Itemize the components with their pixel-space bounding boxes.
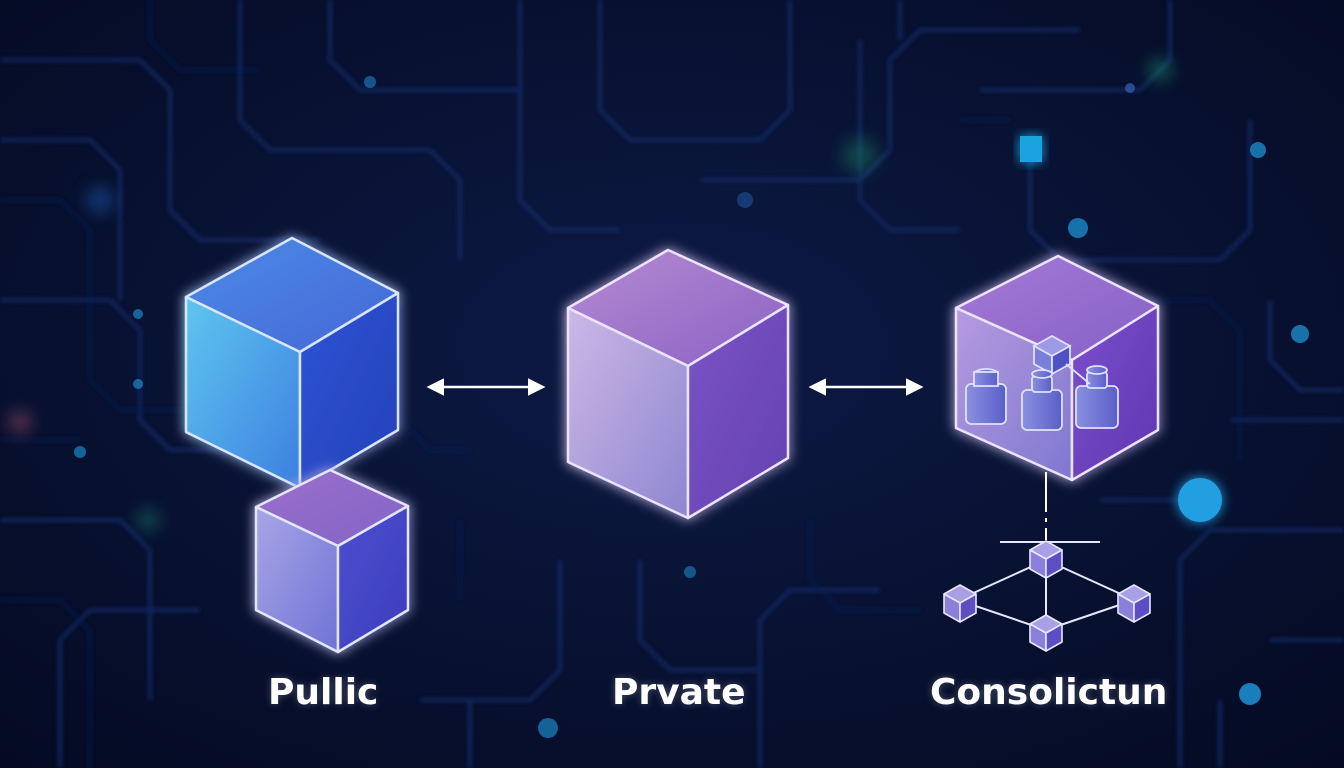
circuit-nodes bbox=[8, 58, 1309, 738]
network-node bbox=[943, 584, 977, 623]
network-node-cubes bbox=[943, 540, 1151, 652]
consolidation-label: Consolictun bbox=[930, 672, 1168, 713]
public-label: Pullic bbox=[268, 672, 379, 713]
private-cloud-cube bbox=[566, 248, 790, 520]
private-label: Prvate bbox=[612, 672, 746, 713]
database-icon bbox=[965, 334, 1119, 431]
public-cloud-small-cube bbox=[254, 468, 410, 654]
network-node bbox=[1029, 540, 1063, 579]
network-node bbox=[1029, 614, 1063, 652]
public-cloud-cube bbox=[184, 236, 400, 490]
network-node bbox=[1117, 584, 1151, 623]
circuit-background-faint bbox=[0, 0, 1241, 768]
